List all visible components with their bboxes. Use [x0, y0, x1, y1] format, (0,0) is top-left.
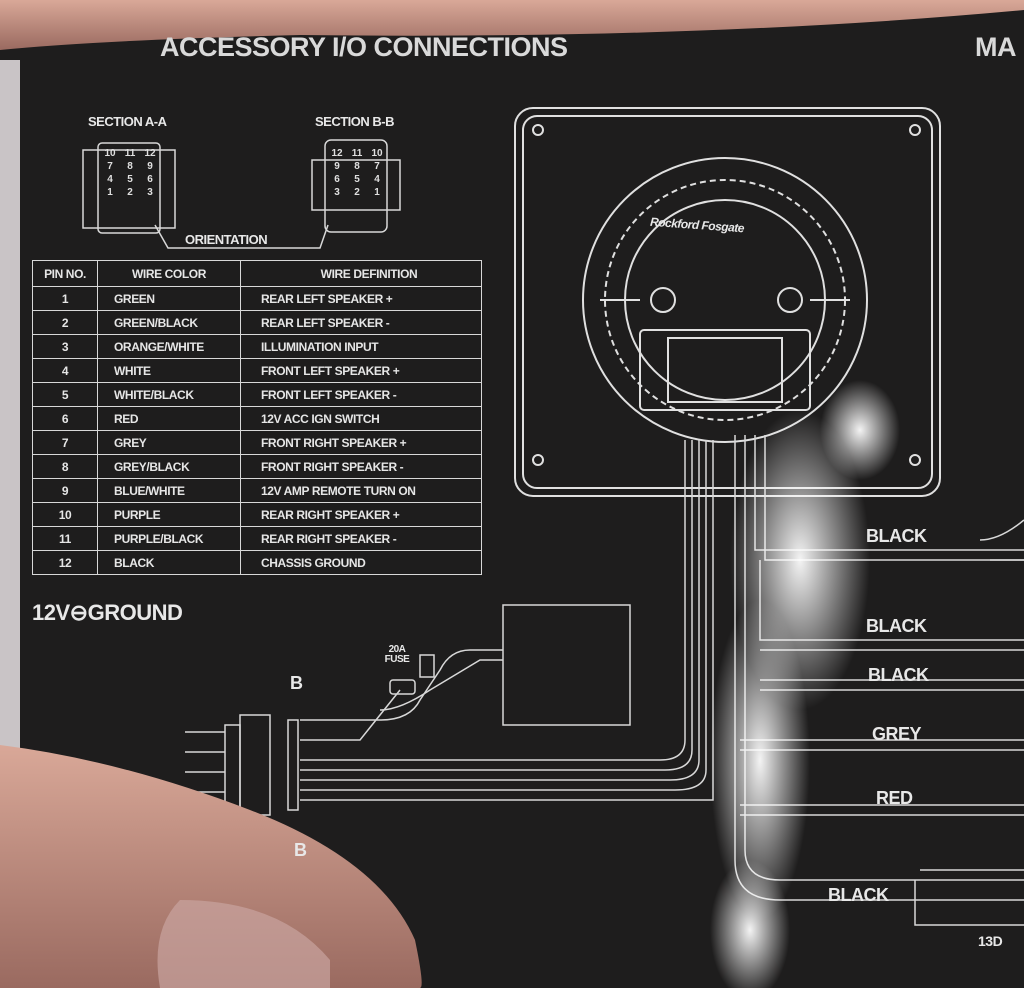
- wire-definition: FRONT LEFT SPEAKER -: [240, 382, 482, 407]
- wire-color: WHITE/BLACK: [97, 382, 241, 407]
- pin: 9: [147, 161, 153, 172]
- wire-label: BLACK: [828, 885, 889, 905]
- pin-number: 9: [32, 478, 98, 503]
- pin: 5: [127, 174, 133, 185]
- pin-number: 11: [32, 526, 98, 551]
- pin: 11: [124, 148, 136, 159]
- wire-color: PURPLE: [97, 502, 241, 527]
- fuse-label: 20A FUSE: [384, 644, 410, 665]
- partial-title-right: MA: [975, 32, 1017, 62]
- wire-definition: FRONT RIGHT SPEAKER +: [240, 430, 482, 455]
- pin: 12: [331, 148, 343, 159]
- wire-definition: REAR RIGHT SPEAKER +: [240, 502, 482, 527]
- pin: 2: [127, 187, 133, 198]
- wire-definition: REAR RIGHT SPEAKER -: [240, 526, 482, 551]
- pin: 10: [104, 148, 116, 159]
- section-marker-top: B: [290, 673, 303, 693]
- pin: 6: [334, 174, 340, 185]
- header-pin: PIN NO.: [32, 260, 98, 287]
- thumb: [0, 745, 422, 988]
- wire-label: RED: [876, 788, 913, 808]
- wire-definition: REAR LEFT SPEAKER +: [240, 286, 482, 311]
- finger-top: [0, 0, 1024, 50]
- pin-number: 8: [32, 454, 98, 479]
- table-header: PIN NO. WIRE COLOR WIRE DEFINITION: [32, 260, 482, 287]
- pin-number: 3: [32, 334, 98, 359]
- pin: 1: [374, 187, 380, 198]
- pin: 5: [354, 174, 360, 185]
- pin: 10: [371, 148, 383, 159]
- pin-number: 2: [32, 310, 98, 335]
- pin: 2: [354, 187, 360, 198]
- orientation-label: ORIENTATION: [185, 232, 268, 247]
- pin: 4: [107, 174, 113, 185]
- wire-label: BLACK: [868, 665, 929, 685]
- wire-color: RED: [97, 406, 241, 431]
- pin-number: 1: [32, 286, 98, 311]
- pin-number: 6: [32, 406, 98, 431]
- pin: 9: [334, 161, 340, 172]
- pin: 3: [334, 187, 340, 198]
- pin: 11: [351, 148, 363, 159]
- pin-number: 4: [32, 358, 98, 383]
- pin: 7: [107, 161, 113, 172]
- wire-color: WHITE: [97, 358, 241, 383]
- header-wire-definition: WIRE DEFINITION: [240, 260, 482, 287]
- wire-color: GREEN/BLACK: [97, 310, 241, 335]
- wire-color: BLUE/WHITE: [97, 478, 241, 503]
- wire-label: BLACK: [866, 616, 927, 636]
- wire-label: GREY: [872, 724, 922, 744]
- pin: 3: [147, 187, 153, 198]
- wire-definition: FRONT RIGHT SPEAKER -: [240, 454, 482, 479]
- pin: 4: [374, 174, 380, 185]
- ground-label: 12V⊖GROUND: [32, 600, 183, 625]
- wire-color: PURPLE/BLACK: [97, 526, 241, 551]
- wire-color: GREEN: [97, 286, 241, 311]
- speaker-illustration: [514, 107, 941, 497]
- diagram-title: ACCESSORY I/O CONNECTIONS: [160, 32, 568, 62]
- pin: 6: [147, 174, 153, 185]
- pin-number: 7: [32, 430, 98, 455]
- pin-number: 10: [32, 502, 98, 527]
- wire-definition: FRONT LEFT SPEAKER +: [240, 358, 482, 383]
- wire-color: GREY/BLACK: [97, 454, 241, 479]
- header-wire-color: WIRE COLOR: [97, 260, 241, 287]
- wire-definition: 12V ACC IGN SWITCH: [240, 406, 482, 431]
- pin: 8: [354, 161, 360, 172]
- wire-definition: CHASSIS GROUND: [240, 550, 482, 575]
- pin-number: 12: [32, 550, 98, 575]
- wire-color: ORANGE/WHITE: [97, 334, 241, 359]
- wire-definition: REAR LEFT SPEAKER -: [240, 310, 482, 335]
- wire-definition: 12V AMP REMOTE TURN ON: [240, 478, 482, 503]
- section-marker-bottom: B: [294, 840, 307, 860]
- connector-drawings: [82, 139, 401, 249]
- pin: 7: [374, 161, 380, 172]
- wire-color: BLACK: [97, 550, 241, 575]
- section-a-label: SECTION A-A: [88, 114, 167, 129]
- section-b-label: SECTION B-B: [315, 114, 395, 129]
- pin: 1: [107, 187, 113, 198]
- wire-label: BLACK: [866, 526, 927, 546]
- partial-connector-label: 13D: [978, 933, 1003, 949]
- pin: 12: [144, 148, 156, 159]
- pin: 8: [127, 161, 133, 172]
- section-b-pins: 12 11 10 9 8 7 6 5 4 3 2 1: [327, 148, 387, 198]
- pin-number: 5: [32, 382, 98, 407]
- wire-definition: ILLUMINATION INPUT: [240, 334, 482, 359]
- wire-color: GREY: [97, 430, 241, 455]
